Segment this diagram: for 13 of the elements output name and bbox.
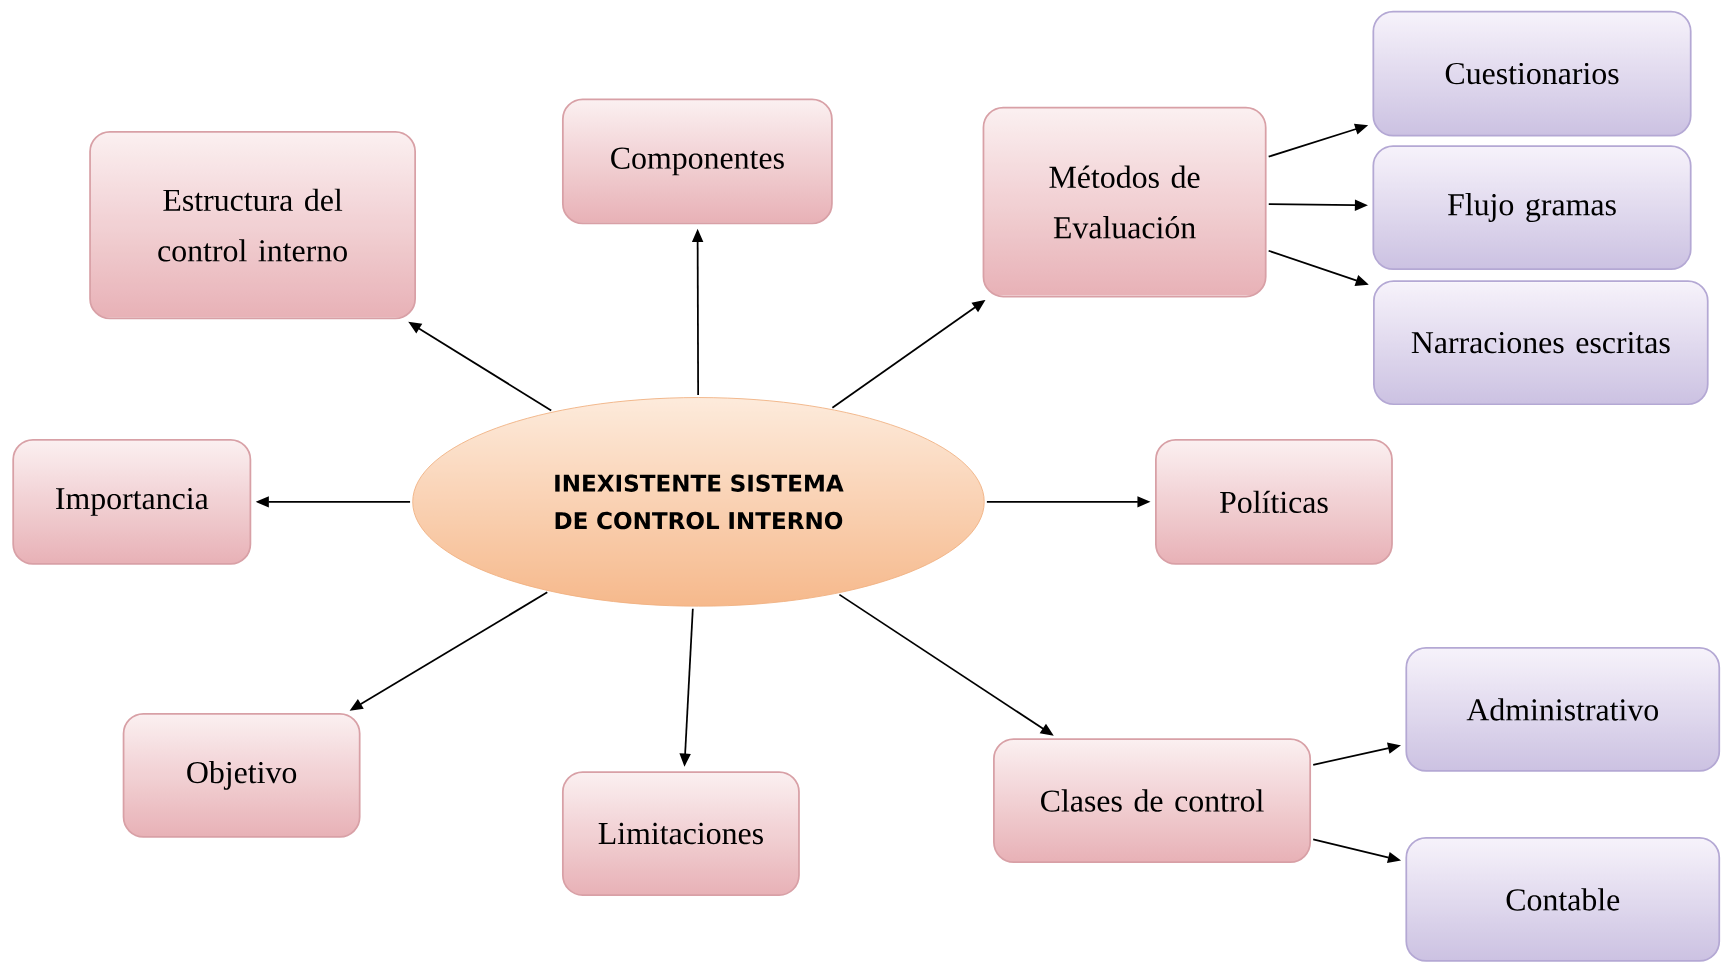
topic-box: Objetivo bbox=[122, 712, 361, 838]
topic-box: Políticas bbox=[1155, 438, 1393, 565]
topic-box: Limitaciones bbox=[561, 771, 800, 896]
topic-box: Importancia bbox=[12, 438, 252, 565]
topic-box: Clases de control bbox=[993, 738, 1312, 863]
topic-box: Estructura del control interno bbox=[89, 130, 416, 320]
topic-box: Componentes bbox=[561, 98, 833, 225]
subtopic-box: Narraciones escritas bbox=[1373, 280, 1709, 405]
subtopic-box: Cuestionarios bbox=[1372, 10, 1692, 137]
subtopic-box: Contable bbox=[1405, 837, 1721, 962]
subtopic-box: Administrativo bbox=[1405, 647, 1721, 772]
topic-box: Métodos de Evaluación bbox=[982, 106, 1267, 298]
subtopic-box: Flujo gramas bbox=[1372, 145, 1692, 270]
